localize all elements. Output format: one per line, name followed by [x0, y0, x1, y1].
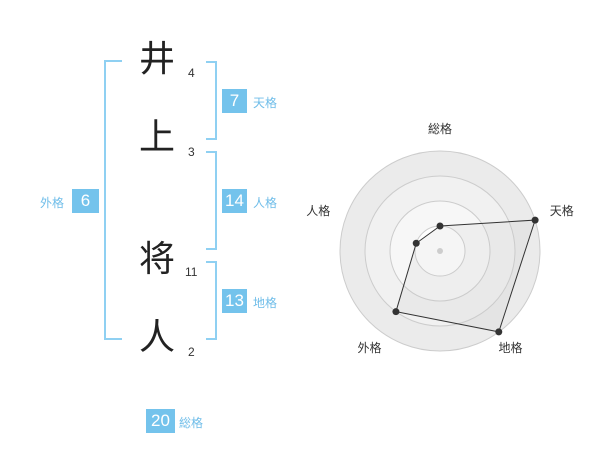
radar-point-1	[436, 222, 444, 230]
tenkaku-value-badge: 7	[222, 89, 247, 113]
jinkaku-value-badge: 14	[222, 189, 247, 213]
soukaku-label: 総格	[179, 416, 204, 430]
name-char-3: 将	[139, 239, 176, 280]
chikaku-bracket	[206, 261, 217, 340]
jinkaku-label: 人格	[253, 196, 278, 210]
stroke-count-2: 3	[188, 145, 195, 159]
tenkaku-label: 天格	[253, 96, 278, 110]
stroke-count-3: 11	[185, 265, 198, 279]
name-char-4: 人	[139, 317, 176, 358]
gaikaku-label: 外格	[40, 196, 65, 210]
chikaku-value-badge: 13	[222, 289, 247, 313]
gaikaku-value-badge: 6	[72, 189, 99, 213]
radar-center-dot	[437, 248, 443, 254]
radar-axis-label-5: 人格	[306, 204, 331, 219]
stroke-count-1: 4	[188, 66, 195, 80]
radar-point-5	[412, 239, 420, 247]
radar-axis-label-2: 天格	[549, 204, 574, 219]
soukaku-value-badge: 20	[146, 409, 175, 433]
radar-axis-label-4: 外格	[357, 341, 382, 356]
radar-axis-label-3: 地格	[498, 341, 523, 356]
radar-point-3	[495, 328, 503, 336]
radar-series-polygon	[395, 219, 536, 333]
jinkaku-bracket	[206, 151, 217, 250]
radar-point-2	[531, 216, 539, 224]
radar-point-4	[392, 308, 400, 316]
gaikaku-bracket	[104, 60, 122, 340]
tenkaku-bracket	[206, 61, 217, 140]
name-char-2: 上	[139, 117, 176, 158]
radar-axis-label-1: 総格	[428, 122, 453, 136]
name-char-1: 井	[139, 39, 176, 80]
stroke-count-4: 2	[188, 345, 195, 359]
chikaku-label: 地格	[253, 296, 278, 310]
